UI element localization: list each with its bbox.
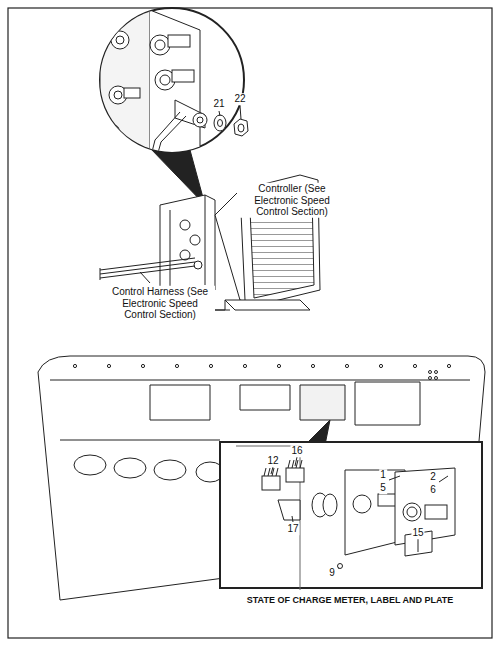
screw-hole (379, 364, 382, 367)
screw-hole (175, 364, 178, 367)
panel-screw-holes (73, 364, 450, 367)
screw-hole (107, 364, 110, 367)
caption: STATE OF CHARGE METER, LABEL AND PLATE (247, 595, 454, 605)
callout-number: 6 (429, 484, 437, 496)
leader-line (240, 106, 241, 119)
callout-number: 5 (379, 482, 387, 494)
callout-number: 16 (290, 445, 303, 457)
zoom-detail (100, 10, 207, 160)
part-label: Controller (See Electronic Speed Control… (237, 183, 347, 218)
washer-hole (218, 120, 223, 127)
screw-hole (141, 364, 144, 367)
nut (234, 119, 248, 136)
nut-hole (238, 124, 244, 132)
washer (214, 115, 226, 131)
callout-number: 12 (266, 455, 279, 467)
callout-number: 2 (429, 471, 437, 483)
callout-number: 21 (212, 98, 225, 110)
page-frame (8, 8, 492, 638)
screw-hole (345, 364, 348, 367)
inset-box (220, 442, 482, 588)
callout-number: 17 (286, 523, 299, 535)
control-harness (100, 258, 195, 278)
screw-hole (277, 364, 280, 367)
screw-hole (243, 364, 246, 367)
callout-number: 15 (411, 527, 424, 539)
screw-hole (209, 364, 212, 367)
callout-number: 22 (233, 93, 246, 105)
leader-line (219, 111, 220, 116)
callout-number: 9 (328, 567, 336, 579)
part-label: Control Harness (See Electronic Speed Co… (105, 286, 215, 321)
callout-number: 1 (379, 469, 387, 481)
screw-hole (447, 364, 450, 367)
dash-panel (38, 356, 485, 600)
screw-hole (413, 364, 416, 367)
screw-hole (73, 364, 76, 367)
screw-hole (311, 364, 314, 367)
leader-line (140, 272, 150, 283)
harness-end (100, 268, 101, 280)
inset-detail (236, 446, 455, 590)
